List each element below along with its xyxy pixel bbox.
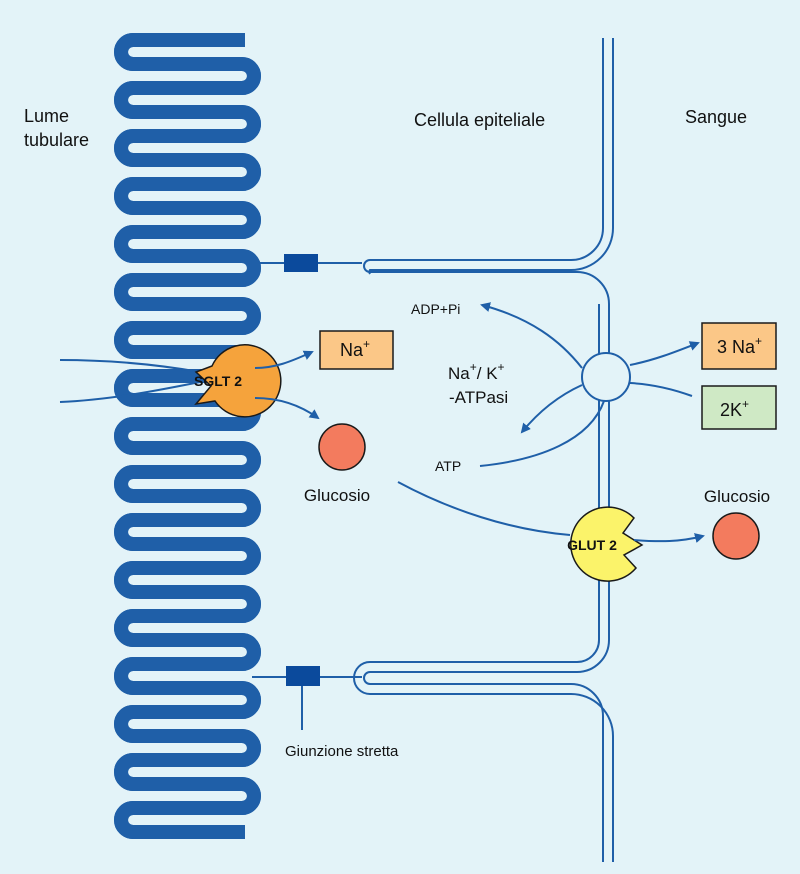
glucose-inflow-line [59,381,201,403]
na-k-atpase-pump [581,352,631,402]
glut2-label: GLUT 2 [567,537,617,553]
glucose-blood-label: Glucosio [704,487,770,506]
glucose-to-cell-arrow [254,397,320,420]
atp-consumption-arrow [520,384,583,434]
microvilli-inner [121,40,254,832]
k-blood-text: 2K+ [720,397,749,420]
pump-label-line2: -ATPasi [449,388,508,407]
lumen-label-line2: tubulare [24,130,89,150]
na-cell-box: Na+ [319,330,394,370]
na-cell-text: Na+ [340,337,370,360]
na-to-cell-arrow [254,350,314,369]
cell-label: Cellula epiteliale [414,110,545,130]
atp-label: ATP [435,458,461,474]
k-blood-box: 2K+ [701,385,777,430]
glut2-transporter: GLUT 2 [567,506,644,582]
glucose-cell-label: Glucosio [304,486,370,505]
glucose-molecule-cell [318,423,366,471]
adp-arrow [480,302,583,369]
tight-junction-label: Giunzione stretta [285,743,399,760]
glucose-molecule-blood [712,512,760,560]
blood-label: Sangue [685,107,747,127]
atp-line [479,400,605,467]
lumen-label-line1: Lume [24,106,69,126]
na-blood-box: 3 Na+ [701,322,777,370]
tight-junction-top [252,254,362,272]
sglt2-label: SGLT 2 [194,373,242,389]
na-inflow-line [59,359,201,373]
k-in-line [629,382,693,397]
na-out-arrow [629,341,700,366]
glucose-to-blood-arrow [633,533,705,543]
pump-label-line1: Na+/ K+ [448,360,505,383]
adp-label: ADP+Pi [411,301,460,317]
basolateral-membrane [353,38,614,862]
glucose-to-glut2-line [397,481,571,536]
tight-junction-bottom [252,666,362,730]
na-blood-text: 3 Na+ [717,334,762,357]
